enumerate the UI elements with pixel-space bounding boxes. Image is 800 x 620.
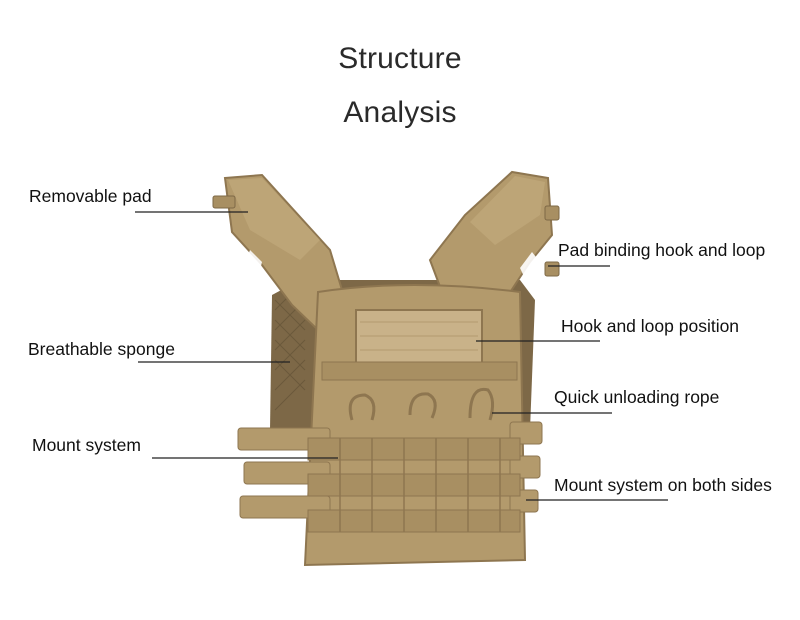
front-molle-rows	[307, 437, 521, 533]
right-strap-buckle-top	[544, 205, 560, 221]
title-line-2: Analysis	[343, 96, 457, 129]
quick-release-ropes	[348, 387, 495, 421]
hook-loop-patch	[355, 309, 483, 365]
breathable-mesh	[274, 284, 306, 411]
vest-illustration	[212, 170, 560, 567]
left-strap-buckle	[212, 195, 236, 209]
right-strap-buckle-bottom	[544, 261, 560, 277]
upper-molle-strip	[321, 361, 518, 381]
label-breathable-sponge: Breathable sponge	[28, 339, 175, 359]
label-quick-unloading-rope: Quick unloading rope	[554, 387, 720, 407]
title-line-1: Structure	[338, 42, 462, 75]
label-hook-loop-position: Hook and loop position	[561, 316, 740, 336]
label-removable-pad: Removable pad	[29, 186, 152, 206]
label-mount-both-sides: Mount system on both sides	[554, 475, 772, 495]
label-pad-binding: Pad binding hook and loop	[558, 240, 766, 260]
label-mount-system: Mount system	[32, 435, 141, 455]
leader-lines	[135, 211, 668, 501]
right-side-mount	[509, 421, 543, 513]
